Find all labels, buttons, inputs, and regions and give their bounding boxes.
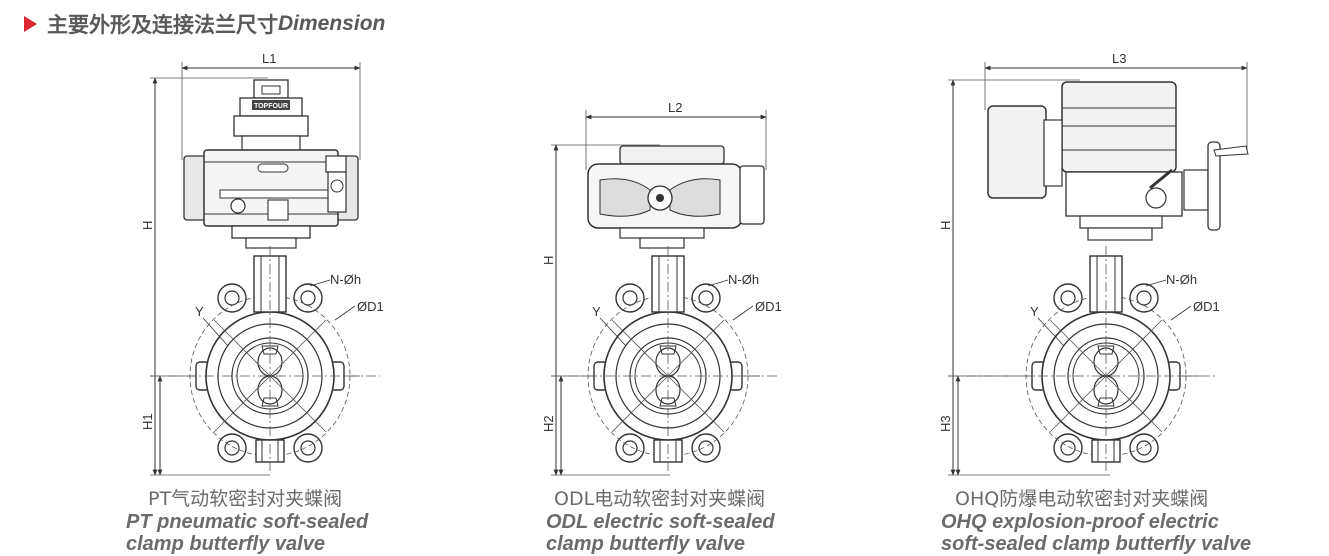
red-triangle-icon [24,16,37,32]
label-axis: Y [592,304,601,319]
dim-h: H [938,221,953,230]
caption-en-line2: clamp butterfly valve [126,533,325,555]
caption-cn: ODL电动软密封对夹蝶阀 [554,488,766,510]
label-diameter: ØD1 [1193,299,1220,314]
dim-l2: L2 [668,100,682,115]
dim-h2: H2 [541,415,556,432]
caption-cn: PT气动软密封对夹蝶阀 [148,488,343,510]
brand-label: TOPFOUR [254,103,288,110]
dim-h1: H1 [140,413,155,430]
dim-l1: L1 [262,51,276,66]
section-title-en: Dimension [278,12,386,35]
label-bolt: N-Øh [1166,272,1197,287]
dim-h: H [140,221,155,230]
figure-odl-electric: L2 H H2 N-Øh ØD1 Y [541,100,782,476]
dim-h: H [541,256,556,265]
figure-ohq-explosion-proof: L3 H H3 N-Øh ØD1 Y [938,51,1249,476]
caption-ohq: OHQ防爆电动软密封对夹蝶阀 OHQ explosion-proof elect… [941,484,1251,555]
caption-en-line1: OHQ explosion-proof electric [941,511,1219,533]
label-axis: Y [1030,304,1039,319]
caption-odl: ODL电动软密封对夹蝶阀 ODL electric soft-sealed cl… [546,484,775,555]
label-axis: Y [195,304,204,319]
label-bolt: N-Øh [330,272,361,287]
caption-en-line2: clamp butterfly valve [546,533,745,555]
label-bolt: N-Øh [728,272,759,287]
caption-en-line1: PT pneumatic soft-sealed [126,511,369,533]
caption-cn: OHQ防爆电动软密封对夹蝶阀 [955,488,1209,510]
caption-en-line1: ODL electric soft-sealed [546,511,775,533]
dim-h3: H3 [938,415,953,432]
section-title-cn: 主要外形及连接法兰尺寸 [47,13,278,37]
label-diameter: ØD1 [755,299,782,314]
dim-l3: L3 [1112,51,1126,66]
caption-pt: PT气动软密封对夹蝶阀 PT pneumatic soft-sealed cla… [126,484,368,555]
label-diameter: ØD1 [357,299,384,314]
caption-en-line2: soft-sealed clamp butterfly valve [941,533,1252,555]
figure-pt-pneumatic: L1 H H1 TOPFOUR [140,51,384,476]
section-header: 主要外形及连接法兰尺寸 Dimension [24,9,385,39]
